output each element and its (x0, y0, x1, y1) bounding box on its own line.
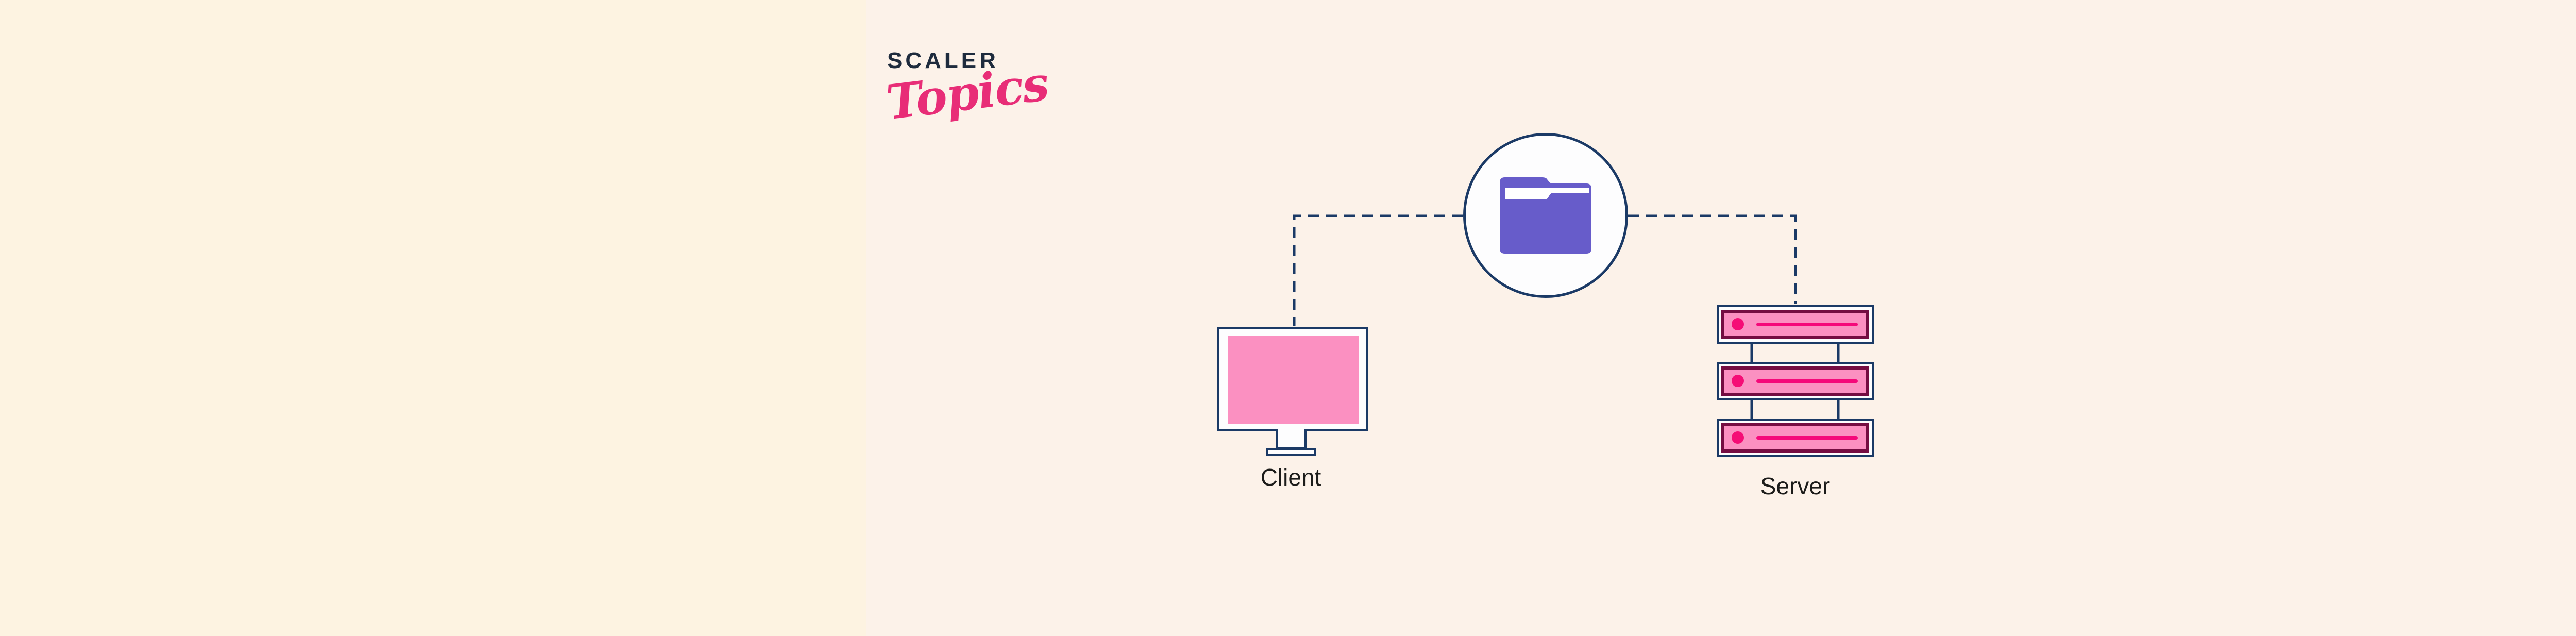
server-slot-line (1756, 323, 1858, 326)
server-unit (1717, 362, 1874, 400)
client-monitor-stand (1276, 429, 1307, 449)
client-to-hub-dashed-line (1293, 214, 1463, 326)
server-slot-line (1756, 436, 1858, 440)
server-unit (1717, 305, 1874, 344)
server-led-dot (1732, 375, 1744, 387)
server-unit-panel (1721, 366, 1869, 396)
server-unit-panel (1721, 423, 1869, 453)
client-monitor-screen (1228, 336, 1359, 424)
logo-wordmark: SCALER (887, 48, 999, 73)
folder-icon (1500, 177, 1591, 254)
server-unit-panel (1721, 310, 1869, 339)
hub-to-server-dashed-line (1628, 214, 1797, 304)
client-monitor-base (1266, 448, 1316, 456)
server-led-dot (1732, 318, 1744, 330)
server-label: Server (1760, 473, 1831, 499)
server-led-dot (1732, 431, 1744, 444)
client-label: Client (1260, 464, 1321, 491)
client-monitor (1217, 327, 1368, 431)
file-hub-circle (1463, 133, 1628, 298)
server-slot-line (1756, 379, 1858, 383)
scaler-topics-logo: SCALER Topics (884, 48, 1051, 131)
server-unit (1717, 419, 1874, 457)
